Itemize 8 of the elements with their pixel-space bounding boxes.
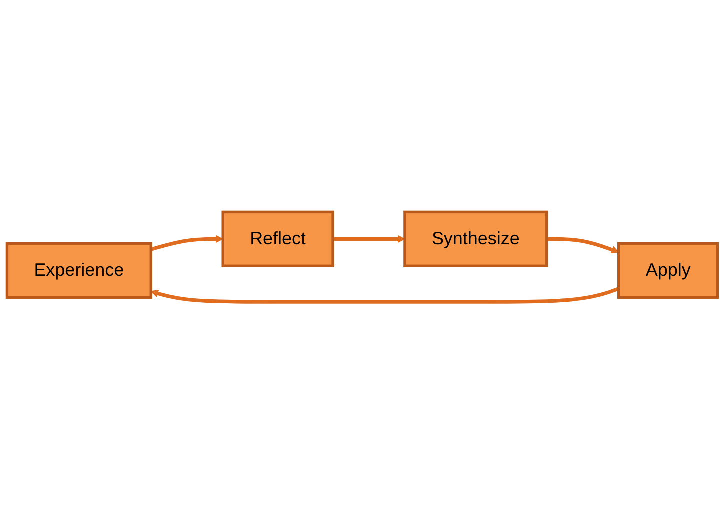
node-box: Synthesize (404, 210, 548, 268)
node-box: Apply (618, 242, 720, 299)
node-box: Reflect (222, 210, 334, 268)
arrow (150, 235, 224, 252)
arrow (546, 237, 620, 254)
arrow (150, 287, 620, 304)
arrow (333, 235, 406, 243)
node-box: Experience (6, 242, 152, 299)
